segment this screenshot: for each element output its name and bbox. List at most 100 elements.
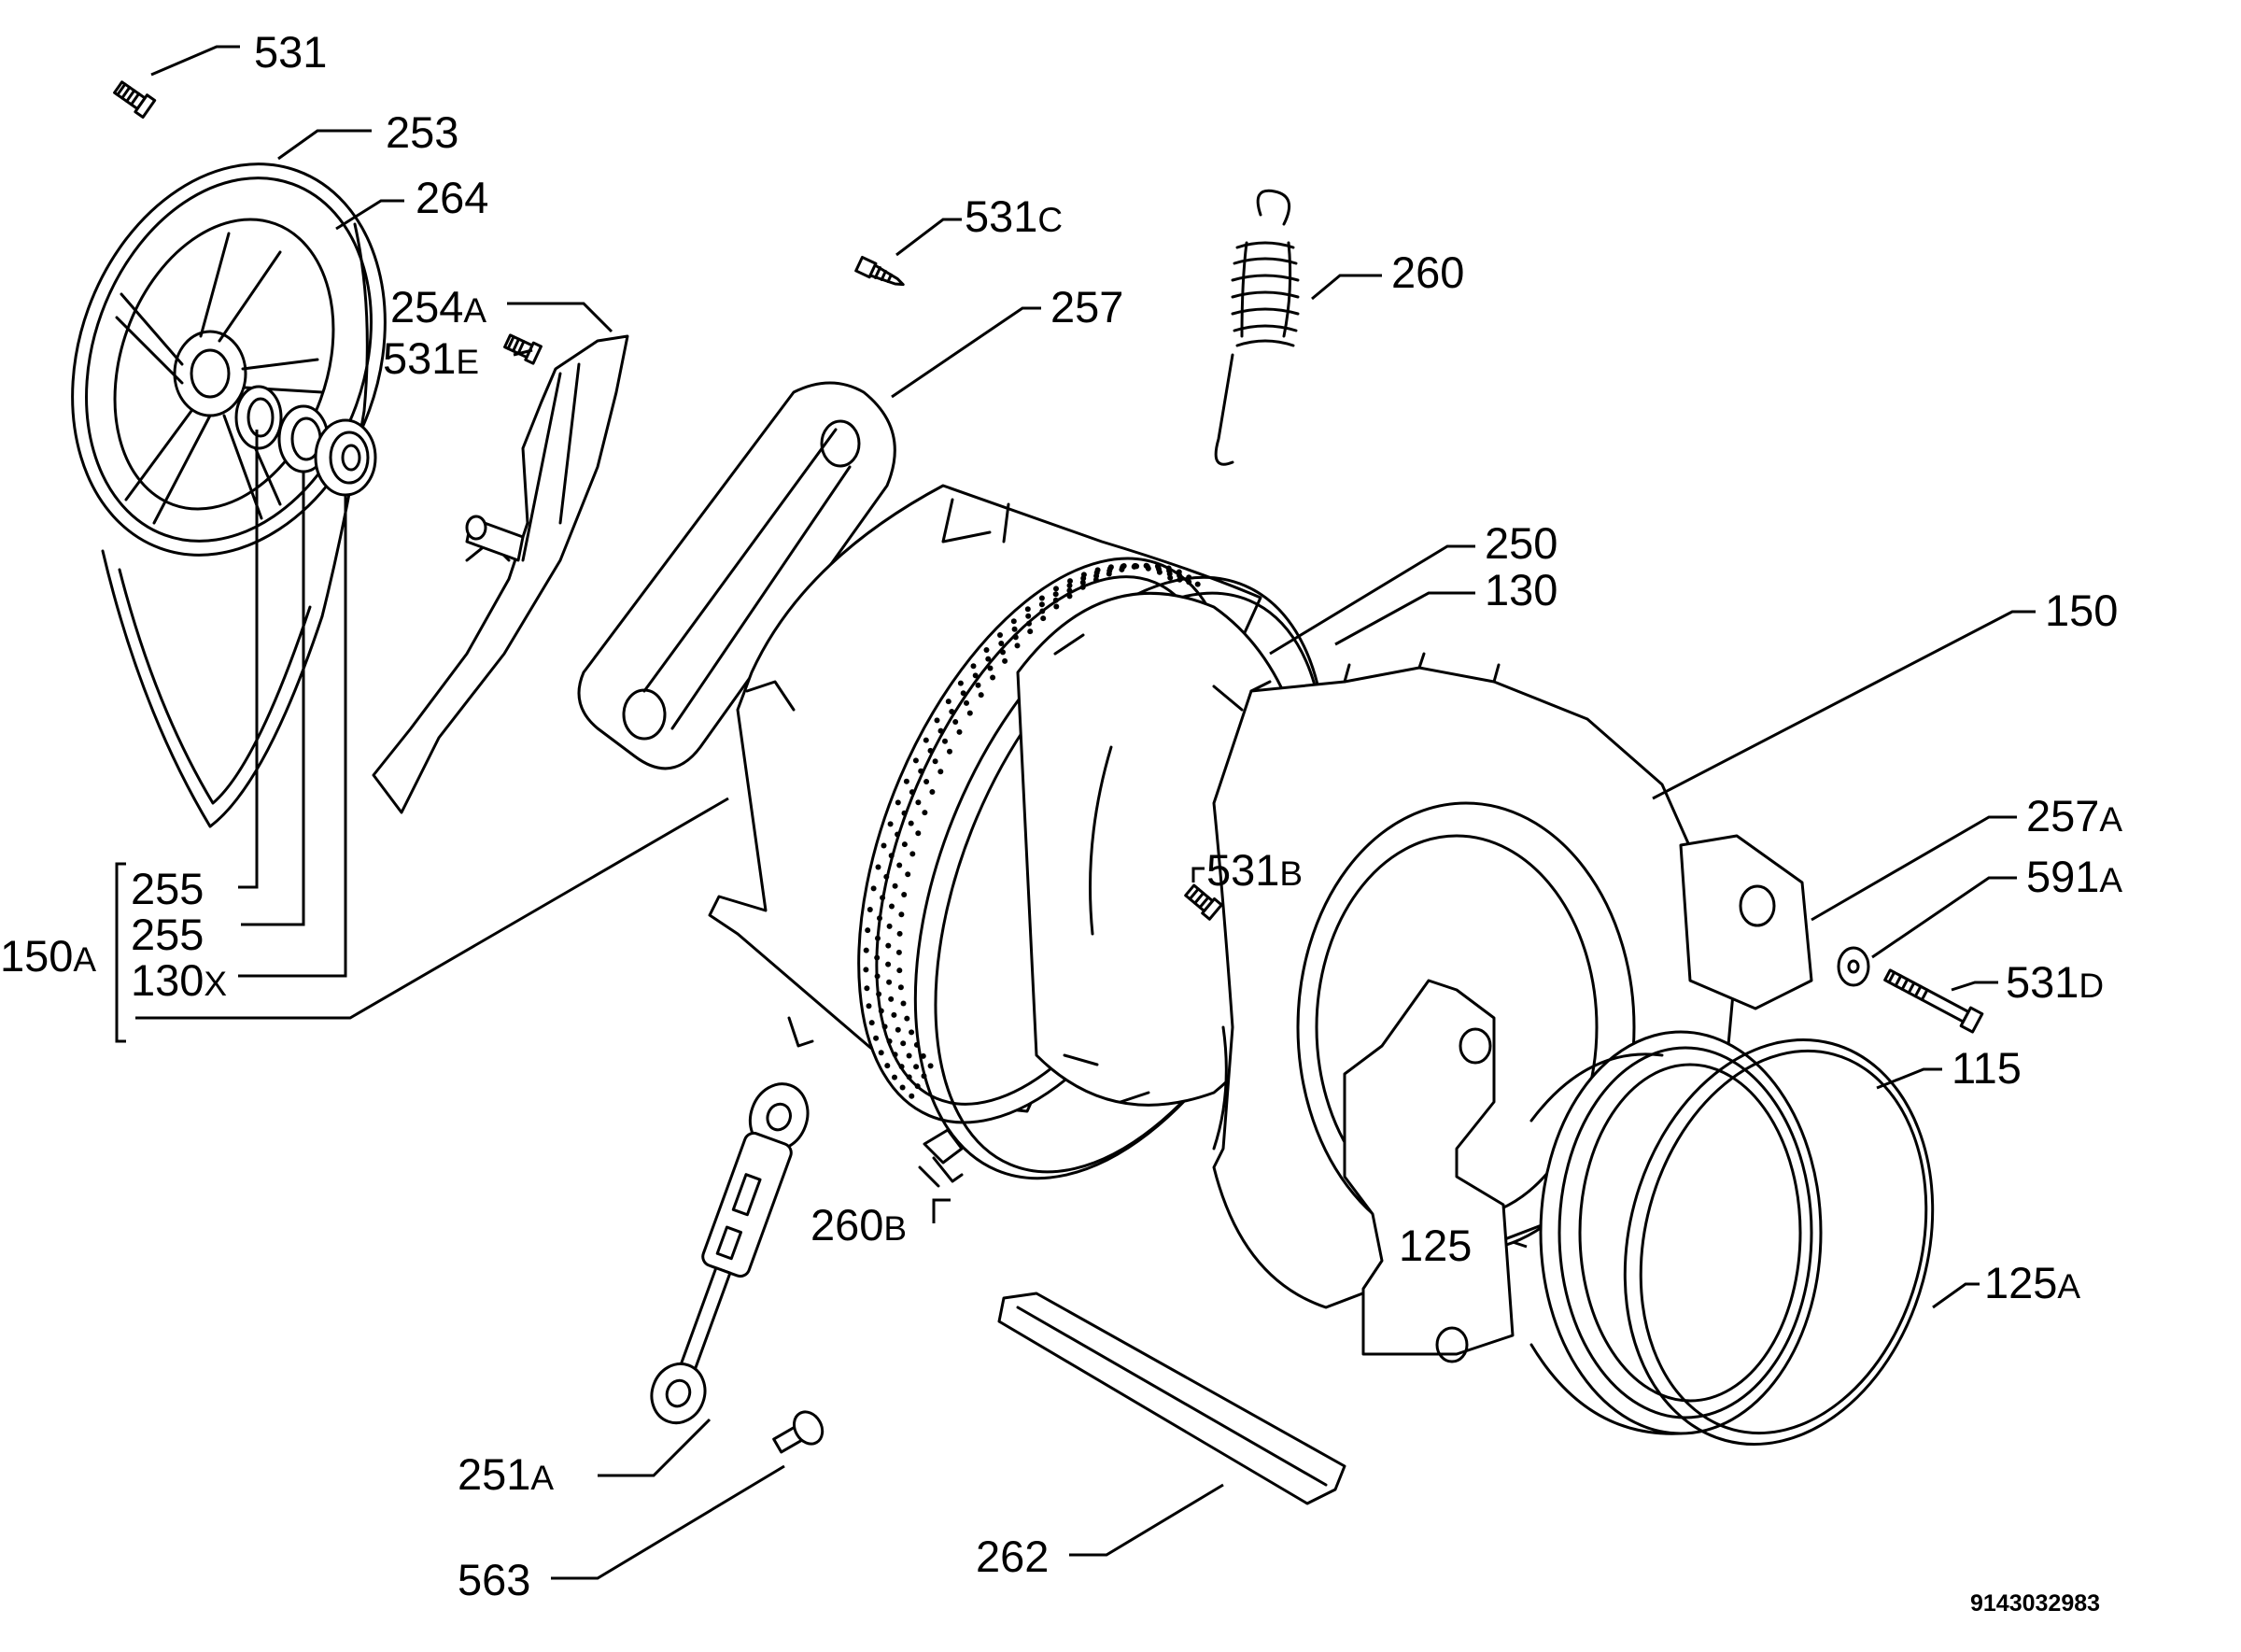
drum-hole	[927, 747, 934, 754]
drum-hole	[873, 1035, 880, 1041]
drum-hole	[1131, 563, 1137, 570]
drum-hole	[949, 709, 955, 714]
drum-hole	[868, 1020, 875, 1026]
drum-hole	[898, 1064, 905, 1070]
drum-hole	[881, 842, 887, 849]
drum-hole	[895, 1026, 901, 1033]
part-screw-531e	[503, 333, 543, 365]
part-belt-264	[101, 222, 369, 828]
drum-hole	[1000, 649, 1006, 656]
label-255-seal: 255	[131, 864, 204, 913]
drum-hole	[947, 748, 952, 755]
drum-hole	[1014, 642, 1021, 649]
drum-hole	[983, 647, 990, 653]
drum-hole	[1067, 578, 1073, 585]
drum-hole	[957, 680, 964, 686]
drum-hole	[900, 1040, 907, 1047]
drum-hole	[1038, 601, 1045, 608]
drum-hole	[915, 830, 922, 837]
drum-hole	[878, 1050, 884, 1056]
label-591a: 591A	[2026, 852, 2122, 901]
drum-hole	[875, 864, 881, 870]
drum-hole	[877, 915, 882, 922]
drum-perforations	[863, 562, 1201, 1099]
label-115: 115	[1952, 1043, 2022, 1093]
part-screw-531	[113, 80, 157, 119]
drum-hole	[895, 949, 902, 955]
part-shock-absorber-251a	[650, 1082, 810, 1425]
drum-hole	[864, 985, 870, 992]
drum-hole	[909, 1093, 915, 1099]
drum-hole	[898, 911, 905, 918]
drum-hole	[913, 1064, 920, 1070]
label-264: 264	[416, 173, 488, 222]
drum-hole	[1040, 615, 1047, 622]
drum-hole	[875, 935, 881, 941]
drum-hole	[997, 632, 1003, 638]
drum-hole	[964, 699, 969, 706]
part-spider-254a	[372, 334, 629, 814]
drum-hole	[1119, 566, 1125, 572]
label-563: 563	[458, 1555, 530, 1604]
drum-hole	[945, 699, 951, 705]
drum-hole	[885, 942, 892, 949]
drum-hole	[1026, 620, 1032, 627]
label-251a: 251A	[458, 1449, 554, 1499]
drum-hole	[895, 799, 901, 806]
drum-hole	[937, 727, 944, 734]
drum-hole	[865, 927, 871, 934]
drum-hole	[985, 656, 992, 662]
label-150: 150	[2045, 586, 2118, 635]
drum-hole	[886, 979, 893, 985]
drum-hole	[998, 641, 1005, 646]
drum-hole	[874, 973, 881, 980]
drum-hole	[891, 1011, 897, 1018]
drum-hole	[978, 692, 984, 699]
drum-hole	[1079, 579, 1086, 586]
part-bearing-130x	[314, 418, 377, 497]
part-screw-531c	[854, 255, 905, 287]
drum-hole	[867, 907, 873, 912]
drum-hole	[1066, 583, 1073, 588]
drum-hole	[922, 810, 928, 816]
drum-hole	[892, 1074, 897, 1080]
drum-hole	[901, 841, 908, 848]
drum-hole	[990, 674, 996, 681]
drum-hole	[1165, 565, 1172, 572]
drum-hole	[883, 873, 890, 880]
label-254a: 254A	[390, 282, 486, 332]
drum-hole	[1066, 587, 1073, 594]
drum-hole	[970, 663, 977, 670]
drum-hole	[895, 831, 901, 838]
drum-hole	[896, 862, 903, 868]
label-262: 262	[976, 1532, 1049, 1581]
drum-hole	[884, 1063, 891, 1069]
drum-hole	[886, 923, 893, 929]
drum-hole	[870, 885, 877, 892]
part-washer-591a	[1837, 946, 1870, 987]
label-531b: 531B	[1206, 845, 1303, 895]
part-seal-255	[234, 385, 283, 450]
drum-hole	[888, 995, 895, 1002]
part-clamp-ring-125	[1529, 1052, 1683, 1435]
drum-hole	[1039, 608, 1046, 614]
label-260: 260	[1391, 247, 1464, 297]
drum-hole	[942, 738, 948, 744]
drum-hole	[1053, 603, 1060, 610]
label-531d: 531D	[2006, 957, 2104, 1007]
part-door-seal-115	[1539, 1030, 1823, 1435]
drum-hole	[937, 769, 944, 775]
label-257a: 257A	[2026, 791, 2122, 840]
drum-hole	[918, 768, 924, 774]
drum-hole	[892, 882, 898, 889]
drum-hole	[885, 961, 892, 967]
drum-hole	[889, 903, 895, 910]
drum-hole	[914, 1083, 921, 1090]
drum-hole	[906, 1074, 912, 1080]
drum-hole	[904, 1015, 910, 1022]
drum-hole	[887, 821, 894, 827]
part-clamp-ring-125a	[1623, 1038, 1935, 1447]
label-250: 250	[1485, 518, 1557, 568]
drum-hole	[888, 853, 895, 859]
